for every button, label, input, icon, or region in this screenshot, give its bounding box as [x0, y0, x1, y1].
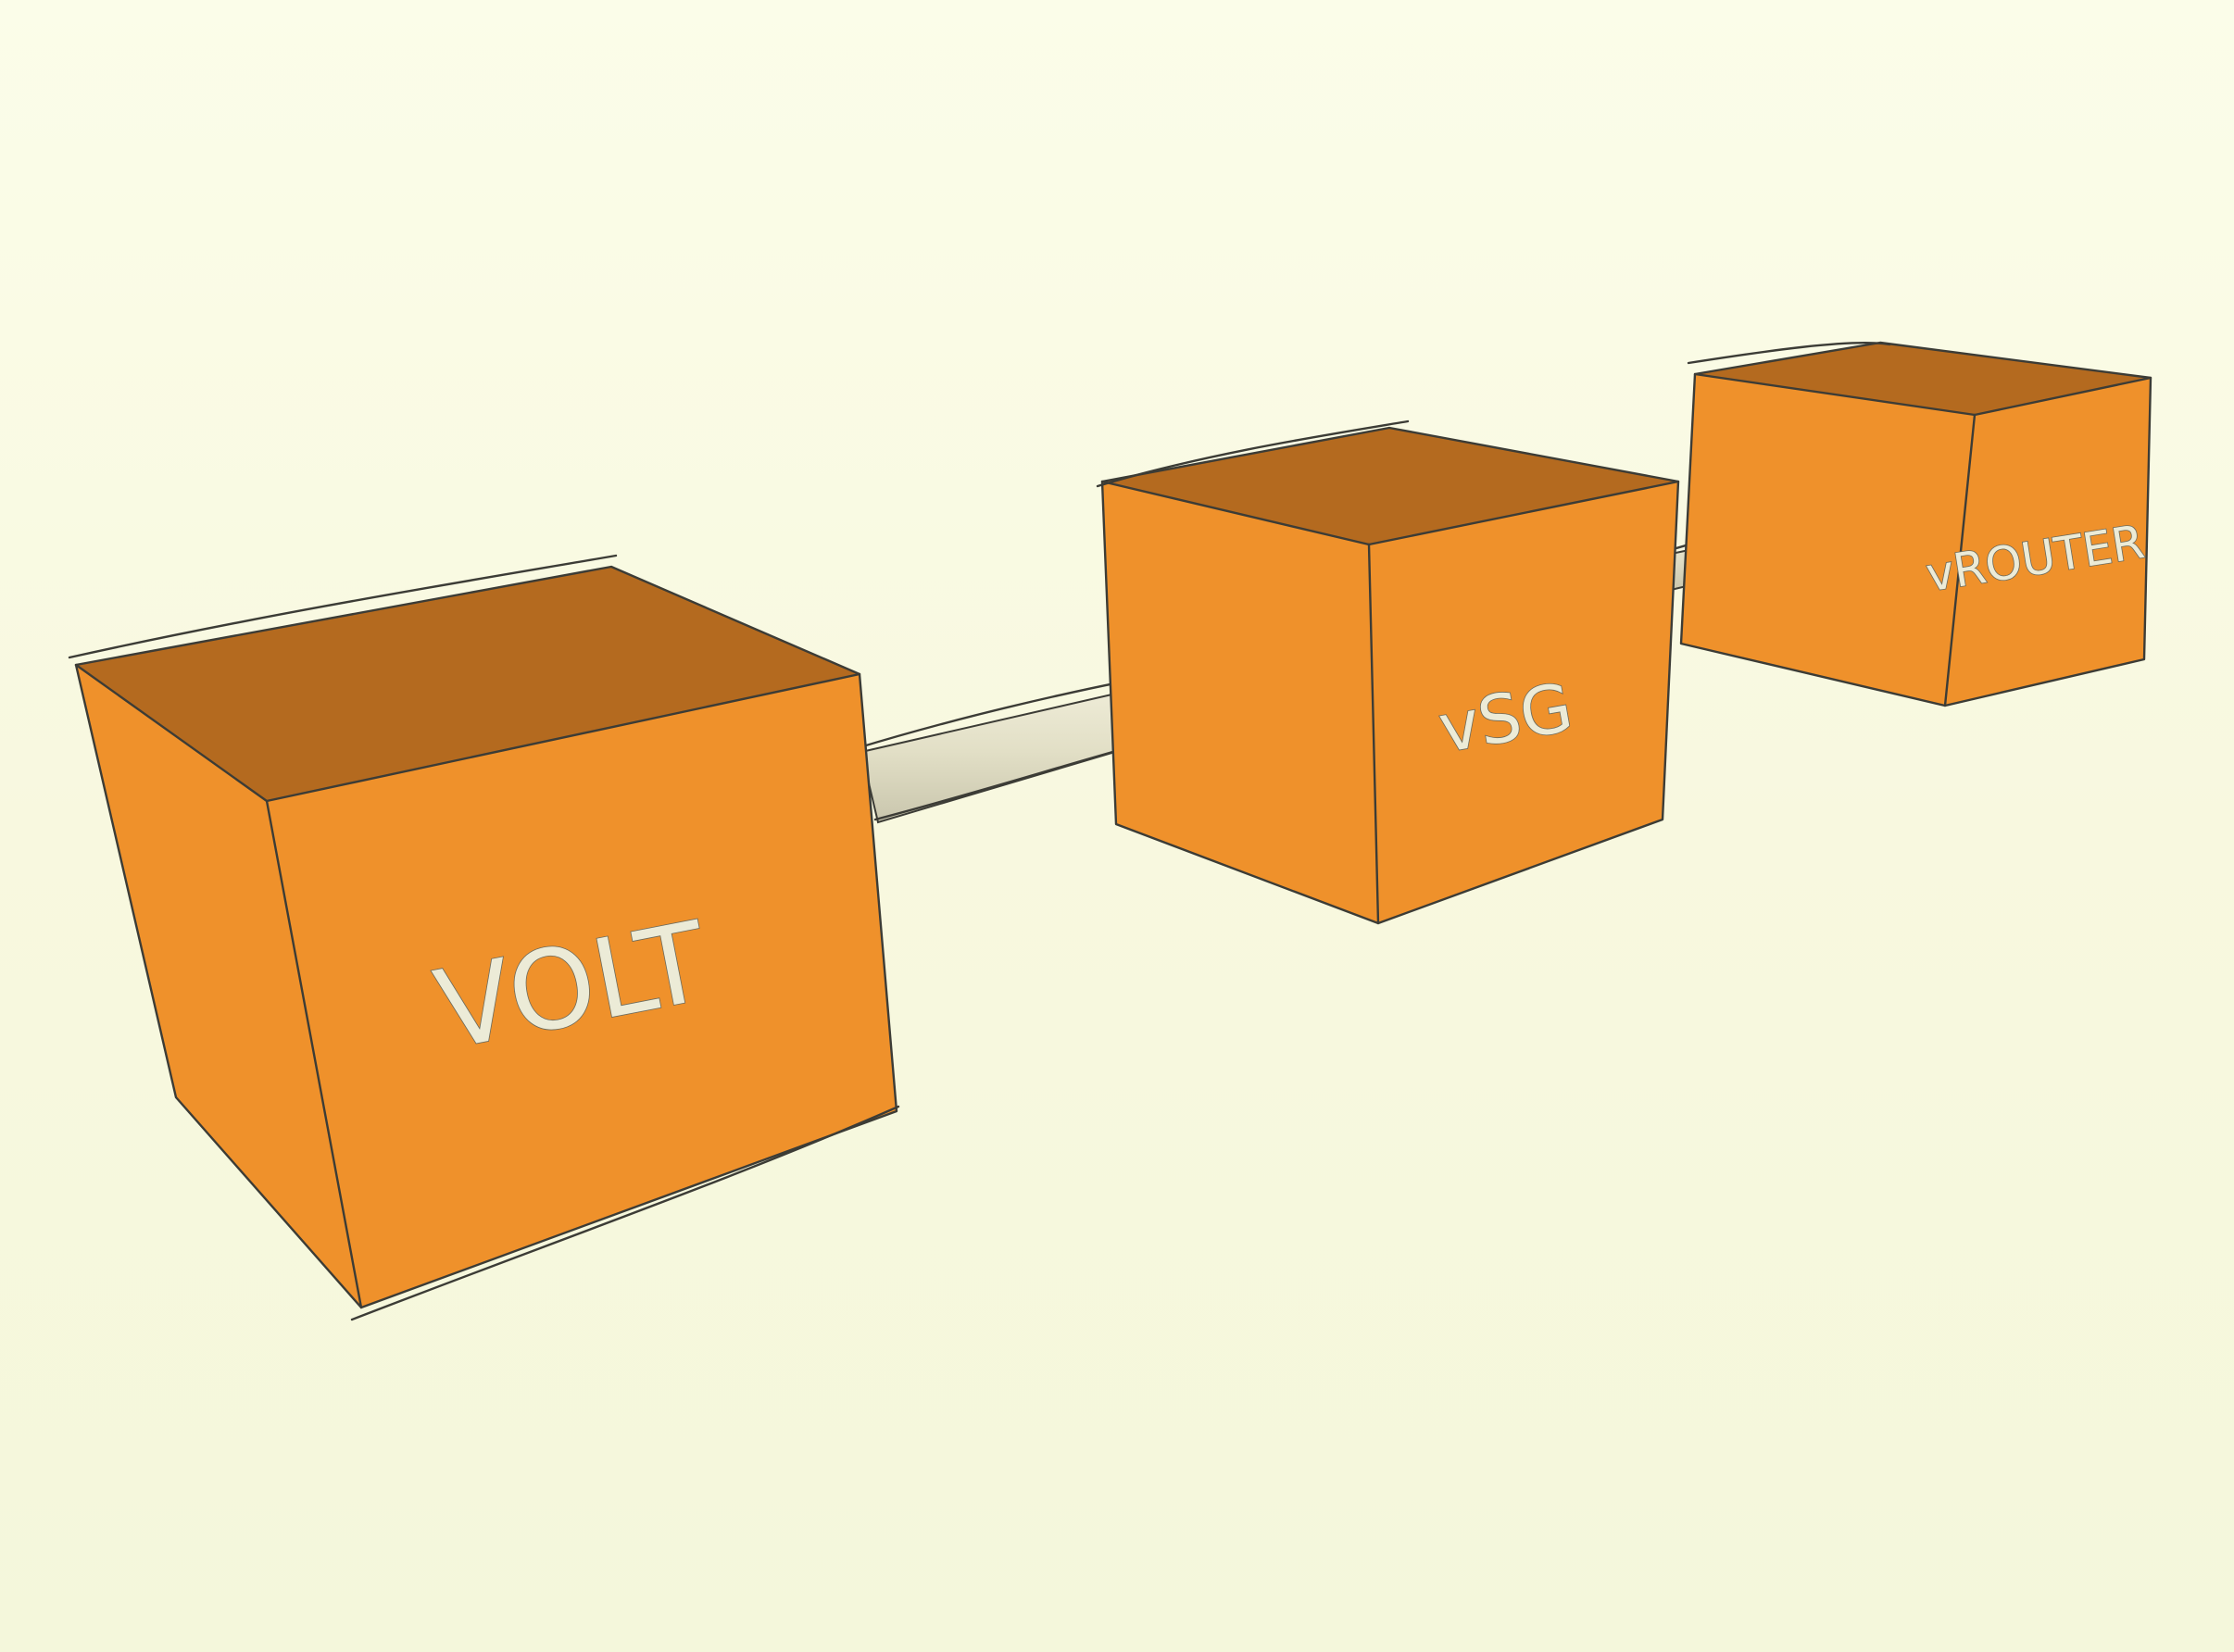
node-vsg[interactable]: vSG	[1096, 419, 1680, 925]
node-volt[interactable]: VOLT	[68, 554, 900, 1321]
node-vrouter[interactable]: vROUTER	[1679, 341, 2152, 707]
